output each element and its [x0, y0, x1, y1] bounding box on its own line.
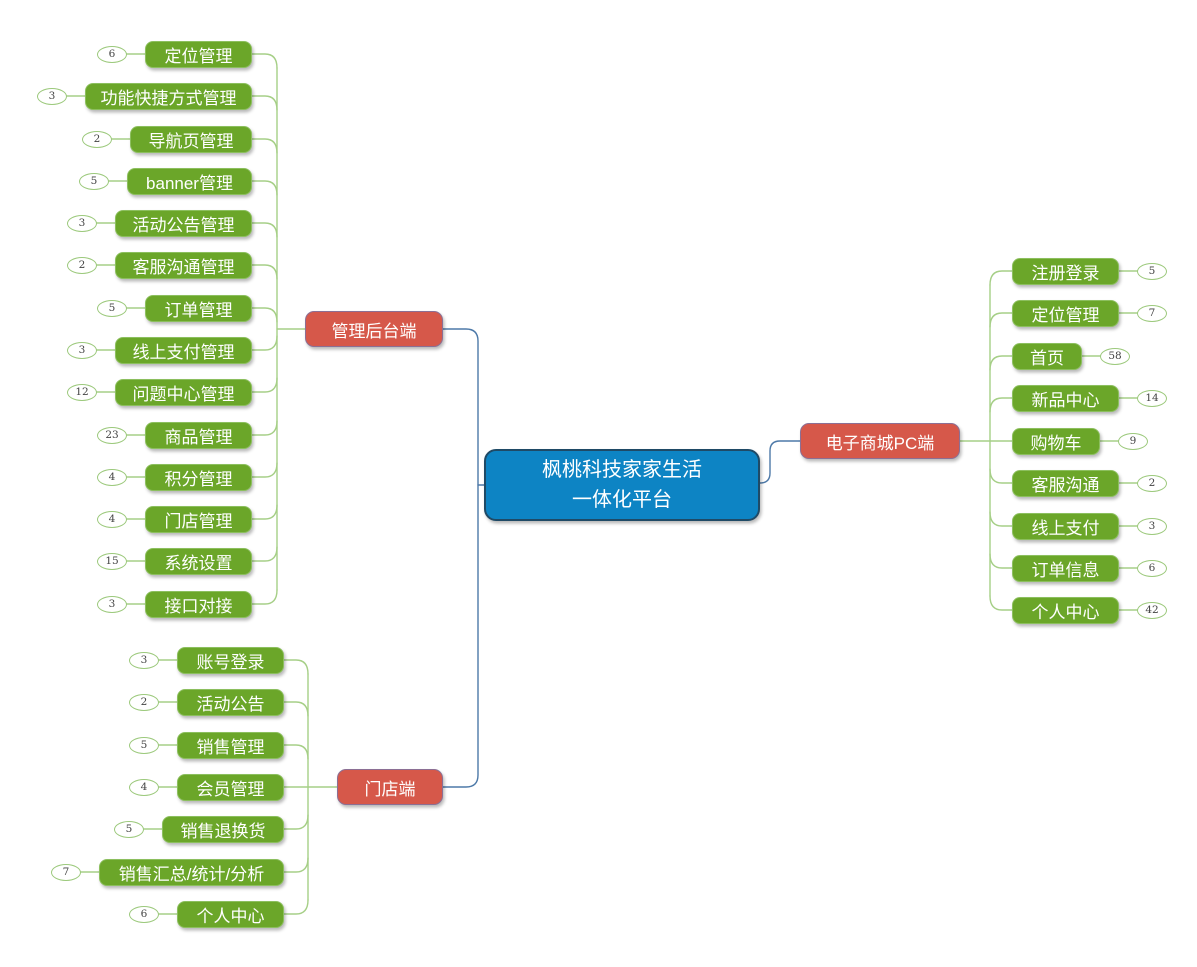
leaf-node[interactable]: 个人中心	[1012, 596, 1119, 624]
count-badge[interactable]: 12	[67, 383, 97, 401]
leaf-node[interactable]: 定位管理	[1012, 299, 1119, 327]
count-badge[interactable]: 3	[97, 595, 127, 613]
leaf-node[interactable]: 注册登录	[1012, 257, 1119, 285]
branch-node-store[interactable]: 门店端	[337, 769, 443, 805]
leaf-node[interactable]: banner管理	[127, 167, 252, 195]
count-badge[interactable]: 5	[97, 299, 127, 317]
leaf-node[interactable]: 接口对接	[145, 590, 252, 618]
branch-node-admin[interactable]: 管理后台端	[305, 311, 443, 347]
leaf-node[interactable]: 积分管理	[145, 463, 252, 491]
leaf-node[interactable]: 订单管理	[145, 294, 252, 322]
count-badge[interactable]: 5	[79, 172, 109, 190]
count-badge[interactable]: 4	[129, 778, 159, 796]
count-badge[interactable]: 9	[1118, 432, 1148, 450]
count-badge[interactable]: 7	[1137, 304, 1167, 322]
count-badge[interactable]: 3	[1137, 517, 1167, 535]
leaf-node[interactable]: 功能快捷方式管理	[85, 82, 252, 110]
leaf-node[interactable]: 活动公告管理	[115, 209, 252, 237]
count-badge[interactable]: 42	[1137, 601, 1167, 619]
leaf-node[interactable]: 系统设置	[145, 547, 252, 575]
count-badge[interactable]: 2	[129, 693, 159, 711]
count-badge[interactable]: 3	[67, 341, 97, 359]
leaf-node[interactable]: 客服沟通管理	[115, 251, 252, 279]
count-badge[interactable]: 14	[1137, 389, 1167, 407]
leaf-node[interactable]: 会员管理	[177, 773, 284, 801]
count-badge[interactable]: 3	[37, 87, 67, 105]
count-badge[interactable]: 4	[97, 510, 127, 528]
leaf-node[interactable]: 新品中心	[1012, 384, 1119, 412]
count-badge[interactable]: 6	[97, 45, 127, 63]
count-badge[interactable]: 4	[97, 468, 127, 486]
count-badge[interactable]: 2	[1137, 474, 1167, 492]
count-badge[interactable]: 6	[129, 905, 159, 923]
leaf-node[interactable]: 定位管理	[145, 40, 252, 68]
count-badge[interactable]: 7	[51, 863, 81, 881]
count-badge[interactable]: 5	[129, 736, 159, 754]
leaf-node[interactable]: 导航页管理	[130, 125, 252, 153]
leaf-node[interactable]: 客服沟通	[1012, 469, 1119, 497]
count-badge[interactable]: 5	[1137, 262, 1167, 280]
leaf-node[interactable]: 问题中心管理	[115, 378, 252, 406]
leaf-node[interactable]: 门店管理	[145, 505, 252, 533]
count-badge[interactable]: 15	[97, 552, 127, 570]
root-node[interactable]: 枫桃科技家家生活 一体化平台	[484, 449, 760, 521]
count-badge[interactable]: 2	[82, 130, 112, 148]
leaf-node[interactable]: 线上支付	[1012, 512, 1119, 540]
count-badge[interactable]: 23	[97, 426, 127, 444]
branch-node-mall[interactable]: 电子商城PC端	[800, 423, 960, 459]
leaf-node[interactable]: 线上支付管理	[115, 336, 252, 364]
count-badge[interactable]: 58	[1100, 347, 1130, 365]
leaf-node[interactable]: 账号登录	[177, 646, 284, 674]
leaf-node[interactable]: 个人中心	[177, 900, 284, 928]
count-badge[interactable]: 2	[67, 256, 97, 274]
leaf-node[interactable]: 首页	[1012, 342, 1082, 370]
leaf-node[interactable]: 销售管理	[177, 731, 284, 759]
leaf-node[interactable]: 订单信息	[1012, 554, 1119, 582]
leaf-node[interactable]: 购物车	[1012, 427, 1100, 455]
leaf-node[interactable]: 商品管理	[145, 421, 252, 449]
leaf-node[interactable]: 活动公告	[177, 688, 284, 716]
count-badge[interactable]: 3	[129, 651, 159, 669]
leaf-node[interactable]: 销售汇总/统计/分析	[99, 858, 284, 886]
count-badge[interactable]: 6	[1137, 559, 1167, 577]
leaf-node[interactable]: 销售退换货	[162, 815, 284, 843]
count-badge[interactable]: 3	[67, 214, 97, 232]
count-badge[interactable]: 5	[114, 820, 144, 838]
